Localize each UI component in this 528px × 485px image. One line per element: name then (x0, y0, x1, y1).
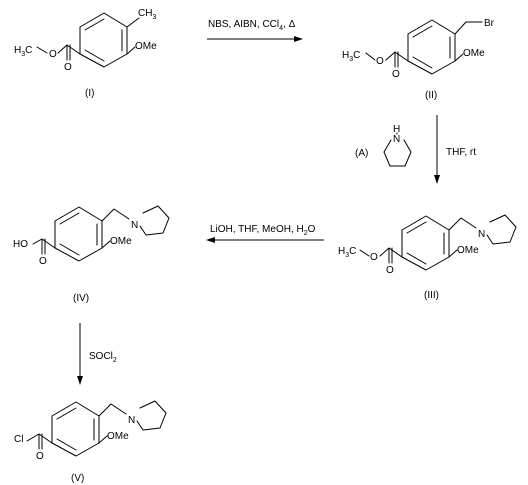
compound-label-iii: (III) (424, 290, 439, 301)
methyl-ester-label: H3C (342, 50, 360, 63)
step2-conditions: THF, rt (446, 147, 476, 158)
methoxy-label: OMe (110, 236, 132, 247)
ester-oxygen-label: O (370, 252, 378, 263)
ester-oxygen-label: O (376, 56, 384, 67)
hydroxyl-label: HO (13, 239, 28, 250)
pyrrolidine-hydrogen-label: H (393, 124, 400, 135)
pyrrolidine-nitrogen-label: N (131, 220, 138, 231)
compound-v: N OMe Cl O (V) (14, 400, 167, 484)
methoxy-label: OMe (107, 431, 129, 442)
carbonyl-oxygen-label: O (386, 265, 394, 276)
methyl-label: CH3 (138, 8, 156, 21)
compound-iv: N OMe HO O (IV) (13, 205, 170, 304)
reaction-arrow-step2: THF, rt (434, 115, 476, 184)
reaction-arrow-step4: SOCl2 (77, 323, 117, 385)
reaction-arrow-step3: LiOH, THF, MeOH, H2O (206, 224, 324, 243)
ester-oxygen-label: O (49, 49, 57, 60)
pyrrolidine-nitrogen-label: N (478, 229, 485, 240)
pyrrolidine-nitrogen-label: N (393, 134, 400, 145)
compound-ii: Br OMe O O H3C (II) (342, 18, 495, 101)
carbonyl-oxygen-label: O (39, 256, 47, 267)
methoxy-label: OMe (457, 245, 479, 256)
reaction-arrow-step1: NBS, AIBN, CCl4, Δ (207, 19, 303, 42)
methyl-ester-label: H3C (338, 246, 356, 259)
methoxy-label: OMe (463, 48, 485, 59)
compound-label-v: (V) (71, 473, 84, 484)
pyrrolidine-nitrogen-label: N (128, 415, 135, 426)
compound-label-i: (I) (85, 88, 94, 99)
compound-label-iv: (IV) (73, 293, 89, 304)
methyl-ester-label: H3C (14, 45, 32, 58)
methoxy-label: OMe (135, 41, 157, 52)
compound-label-a: (A) (355, 148, 368, 159)
reagent-a: (A) N H (355, 124, 412, 167)
step4-reagents: SOCl2 (89, 351, 117, 364)
carbonyl-oxygen-label: O (392, 69, 400, 80)
step3-reagents: LiOH, THF, MeOH, H2O (210, 224, 316, 237)
chlorine-label: Cl (14, 434, 23, 445)
compound-i: CH3 OMe O O H3C (I) (14, 8, 157, 99)
step1-reagents: NBS, AIBN, CCl4, Δ (208, 19, 296, 32)
compound-label-ii: (II) (425, 90, 437, 101)
carbonyl-oxygen-label: O (36, 451, 44, 462)
bromine-label: Br (484, 18, 495, 29)
carbonyl-oxygen-label: O (64, 62, 72, 73)
compound-iii: N OMe O O H3C (III) (338, 214, 517, 301)
